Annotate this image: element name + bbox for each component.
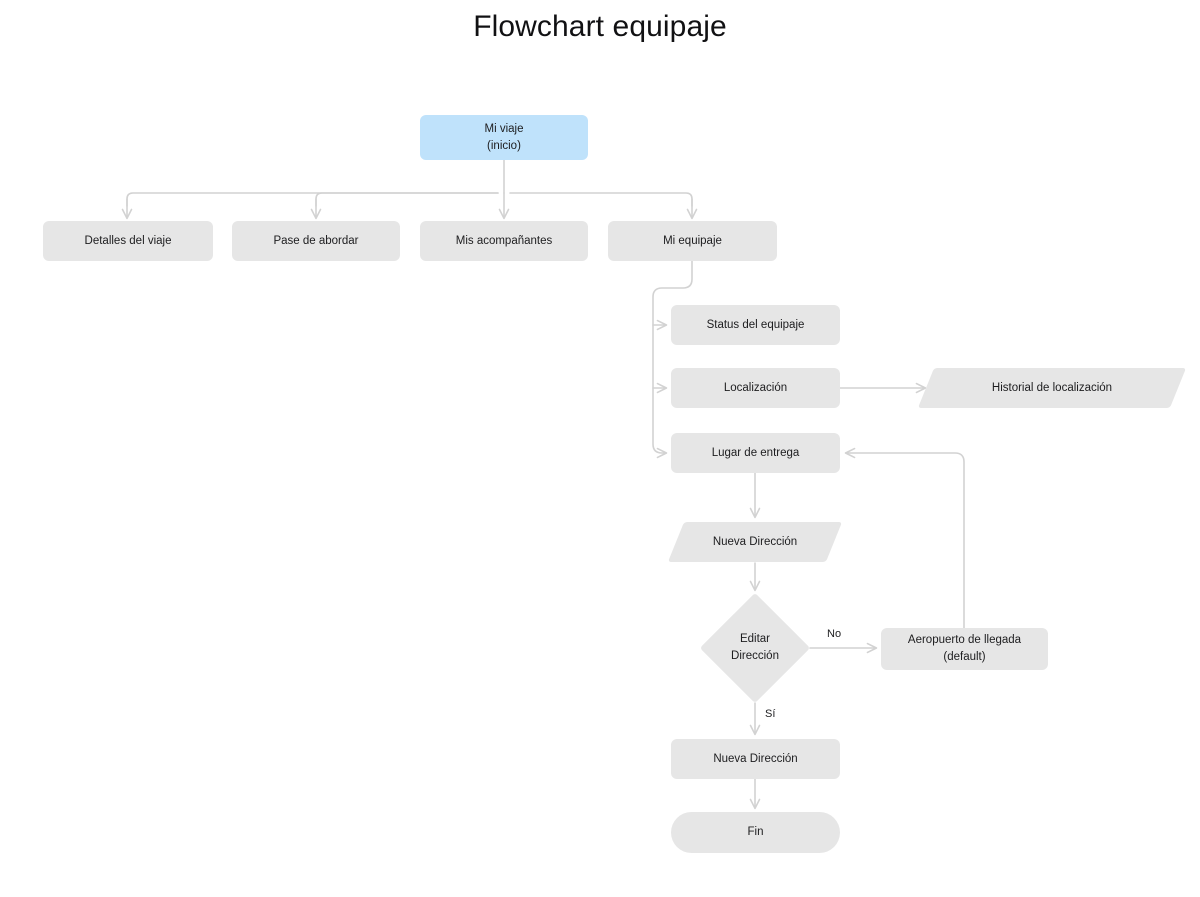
edge-label-no: No [827, 628, 842, 640]
node-nueva-direccion[interactable]: Nueva Dirección [671, 739, 840, 779]
node-status-del-equipaje[interactable]: Status del equipaje [671, 305, 840, 345]
node-mis-acompanantes[interactable]: Mis acompañantes [420, 221, 588, 261]
node-nueva-direccion-io[interactable]: Nueva Dirección [667, 522, 843, 562]
node-mi-equipaje[interactable]: Mi equipaje [608, 221, 777, 261]
node-localizacion[interactable]: Localización [671, 368, 840, 408]
node-label: Detalles del viaje [84, 234, 172, 247]
node-label: Editar Dirección [731, 633, 779, 662]
node-label: Mi equipaje [663, 234, 722, 247]
node-detalles-del-viaje[interactable]: Detalles del viaje [43, 221, 213, 261]
edge-equipaje-spine [652, 260, 693, 459]
node-label: Lugar de entrega [711, 446, 800, 459]
node-aeropuerto-de-llegada-default[interactable]: Aeropuerto de llegada (default) [881, 628, 1048, 670]
node-lugar-de-entrega[interactable]: Lugar de entrega [671, 433, 840, 473]
edge-bus-left-2 [315, 192, 499, 207]
node-label: Historial de localización [991, 381, 1113, 394]
page-title: Flowchart equipaje [473, 10, 727, 43]
node-label: Fin [747, 826, 764, 839]
edge-aeropuerto-lugar-return [844, 447, 965, 629]
node-label: Status del equipaje [706, 318, 805, 331]
node-label: Pase de abordar [273, 234, 359, 247]
edge-bus-left-1 [126, 192, 499, 207]
node-fin[interactable]: Fin [671, 812, 840, 853]
node-editar-direccion-decision[interactable]: Editar Dirección [699, 592, 811, 704]
edge-bus-right-1 [509, 192, 693, 207]
node-mi-viaje-inicio[interactable]: Mi viaje (inicio) [420, 115, 588, 160]
node-label: Mis acompañantes [455, 234, 553, 247]
edge-label-si: Sí [765, 708, 776, 720]
node-label: Nueva Dirección [713, 752, 798, 765]
node-label: Localización [723, 381, 788, 394]
node-pase-de-abordar[interactable]: Pase de abordar [232, 221, 400, 261]
node-label: Aeropuerto de llegada (default) [907, 634, 1022, 663]
node-label: Nueva Dirección [712, 535, 798, 548]
node-label: Mi viaje (inicio) [484, 122, 524, 152]
node-historial-de-localizacion[interactable]: Historial de localización [917, 368, 1187, 408]
